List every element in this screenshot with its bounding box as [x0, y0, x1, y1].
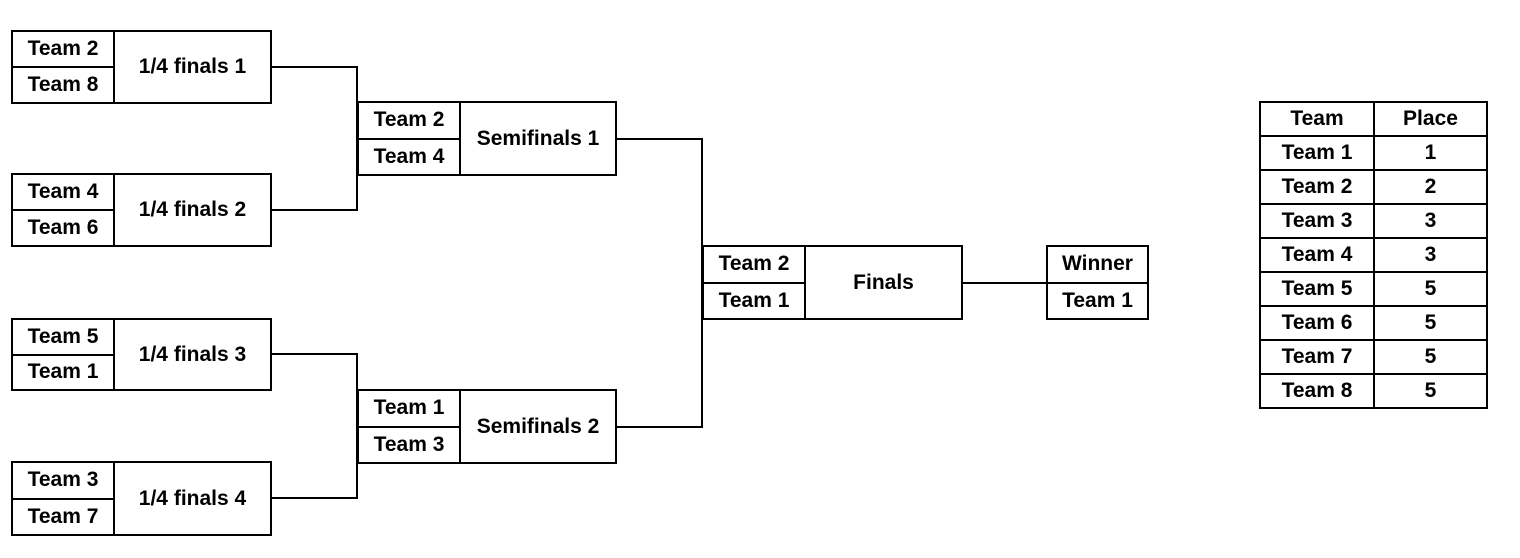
standings-header-team: Team: [1259, 101, 1375, 137]
quarterfinal-2-label: 1/4 finals 2: [138, 198, 247, 221]
connector-s1-final: [617, 138, 703, 283]
standings-team: Team 7: [1259, 339, 1375, 375]
winner-label: Winner: [1062, 252, 1133, 276]
standings-team: Team 5: [1259, 271, 1375, 307]
semifinal-2-team-b: Team 3: [359, 425, 459, 463]
connector-s2-final: [617, 283, 703, 428]
semifinal-1-team-b: Team 4: [359, 137, 459, 175]
quarterfinal-4-label: 1/4 finals 4: [138, 486, 247, 510]
final-match: Team 2 Team 1 Finals: [702, 245, 963, 320]
quarterfinal-2: Team 4 Team 6 1/4 finals 2: [11, 173, 272, 247]
connector-q3-s2: [272, 353, 358, 427]
quarterfinal-1-teams: Team 2 Team 8: [13, 32, 115, 102]
semifinal-2-team-a: Team 1: [373, 396, 445, 420]
connector-q1-s1: [272, 66, 358, 139]
standings-place: 2: [1373, 169, 1488, 205]
semifinal-1-teams: Team 2 Team 4: [359, 103, 461, 174]
standings-team: Team 3: [1259, 203, 1375, 239]
standings-place: 5: [1373, 271, 1488, 307]
quarterfinal-1: Team 2 Team 8 1/4 finals 1: [11, 30, 272, 104]
quarterfinal-4: Team 3 Team 7 1/4 finals 4: [11, 461, 272, 536]
semifinal-1-team-a: Team 2: [373, 108, 445, 132]
table-row: Team 5 5: [1259, 271, 1488, 307]
quarterfinal-3-label: 1/4 finals 3: [138, 342, 247, 366]
standings-header-row: Team Place: [1259, 101, 1488, 137]
semifinal-2-label: Semifinals 2: [476, 414, 600, 438]
standings-place: 3: [1373, 237, 1488, 273]
standings-place: 5: [1373, 339, 1488, 375]
quarterfinal-1-team-a: Team 2: [27, 37, 99, 60]
winner-team: Team 1: [1048, 281, 1147, 319]
quarterfinal-2-team-b: Team 6: [13, 209, 113, 245]
table-row: Team 8 5: [1259, 373, 1488, 409]
standings-table: Team Place Team 1 1 Team 2 2 Team 3 3 Te…: [1259, 101, 1488, 409]
standings-team: Team 8: [1259, 373, 1375, 409]
quarterfinal-1-team-b: Team 8: [13, 66, 113, 102]
quarterfinal-2-team-a: Team 4: [27, 180, 99, 203]
quarterfinal-3-teams: Team 5 Team 1: [13, 320, 115, 389]
final-label: Finals: [853, 270, 914, 294]
standings-place: 5: [1373, 305, 1488, 341]
standings-team: Team 6: [1259, 305, 1375, 341]
semifinal-2: Team 1 Team 3 Semifinals 2: [357, 389, 617, 464]
semifinal-1-label: Semifinals 1: [476, 126, 600, 150]
standings-place: 5: [1373, 373, 1488, 409]
standings-header-place: Place: [1373, 101, 1488, 137]
final-team-a: Team 2: [718, 252, 790, 276]
standings-place: 1: [1373, 135, 1488, 171]
standings-place: 3: [1373, 203, 1488, 239]
table-row: Team 3 3: [1259, 203, 1488, 239]
standings-team: Team 1: [1259, 135, 1375, 171]
semifinal-1: Team 2 Team 4 Semifinals 1: [357, 101, 617, 176]
quarterfinal-4-teams: Team 3 Team 7: [13, 463, 115, 534]
quarterfinal-3-team-b: Team 1: [13, 353, 113, 390]
final-teams: Team 2 Team 1: [704, 247, 806, 318]
quarterfinal-3: Team 5 Team 1 1/4 finals 3: [11, 318, 272, 391]
final-team-b: Team 1: [704, 281, 804, 319]
table-row: Team 2 2: [1259, 169, 1488, 205]
quarterfinal-1-label: 1/4 finals 1: [138, 55, 247, 78]
standings-team: Team 4: [1259, 237, 1375, 273]
table-row: Team 7 5: [1259, 339, 1488, 375]
quarterfinal-4-team-a: Team 3: [27, 468, 99, 492]
connector-q2-s1: [272, 139, 358, 211]
table-row: Team 4 3: [1259, 237, 1488, 273]
quarterfinal-4-team-b: Team 7: [13, 497, 113, 535]
quarterfinal-3-team-a: Team 5: [27, 324, 99, 348]
semifinal-2-teams: Team 1 Team 3: [359, 391, 461, 462]
standings-team: Team 2: [1259, 169, 1375, 205]
connector-q4-s2: [272, 427, 358, 499]
table-row: Team 6 5: [1259, 305, 1488, 341]
winner-box: Winner Team 1: [1046, 245, 1149, 320]
quarterfinal-2-teams: Team 4 Team 6: [13, 175, 115, 245]
table-row: Team 1 1: [1259, 135, 1488, 171]
